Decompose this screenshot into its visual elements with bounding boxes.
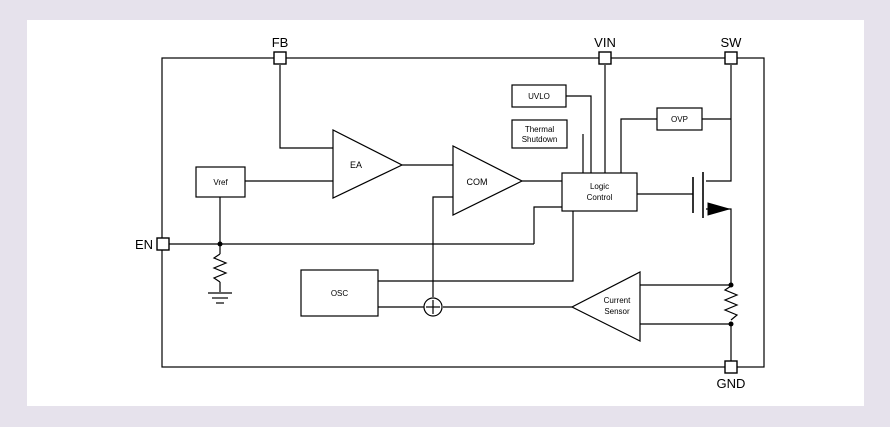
- vref-label: Vref: [213, 178, 228, 187]
- ovp-label: OVP: [671, 115, 688, 124]
- wire-fb-ea: [279, 65, 333, 149]
- thermal-block: [511, 119, 568, 149]
- ovp-block: [656, 107, 703, 131]
- ea-amplifier: [332, 129, 404, 199]
- pin-en: [156, 237, 170, 251]
- pin-vin-label: VIN: [594, 35, 616, 50]
- junction-sense-top: [728, 282, 734, 288]
- pin-fb-label: FB: [272, 35, 289, 50]
- mosfet-arrow: [707, 202, 731, 216]
- pin-gnd-label: GND: [717, 376, 746, 391]
- wire-ovp-logic: [620, 118, 657, 173]
- wire-uvlo-logic: [566, 95, 592, 173]
- pin-fb: [273, 51, 287, 65]
- osc-block: [300, 269, 379, 317]
- pin-en-label: EN: [135, 237, 153, 252]
- current-sensor-label-2: Sensor: [604, 307, 630, 316]
- wire-en-logic: [533, 206, 562, 244]
- logic-label-1: Logic: [590, 182, 609, 191]
- wire-sum-com: [432, 196, 453, 297]
- osc-label: OSC: [331, 289, 349, 298]
- current-sensor-amplifier: [570, 271, 641, 342]
- vref-block: [195, 166, 246, 198]
- junction-sense-bottom: [728, 321, 734, 327]
- thermal-label-1: Thermal: [525, 125, 555, 134]
- pin-vin: [598, 51, 612, 65]
- pin-sw-label: SW: [721, 35, 743, 50]
- logic-label-2: Control: [587, 193, 613, 202]
- logic-control-block: [561, 172, 638, 212]
- resistor-en: [212, 253, 228, 283]
- diagram-canvas: [27, 20, 864, 406]
- wire-osc-logic: [378, 211, 574, 282]
- junction-en: [217, 241, 223, 247]
- uvlo-block: [511, 84, 567, 108]
- com-label: COM: [467, 177, 488, 187]
- thermal-label-2: Shutdown: [522, 135, 558, 144]
- ea-label: EA: [350, 160, 362, 170]
- pin-gnd: [724, 360, 738, 374]
- uvlo-label: UVLO: [528, 92, 550, 101]
- wire-sw-drain: [706, 65, 732, 182]
- com-comparator: [452, 145, 524, 216]
- pin-sw: [724, 51, 738, 65]
- resistor-sense: [723, 285, 739, 321]
- current-sensor-label-1: Current: [604, 296, 631, 305]
- wire-source: [706, 208, 732, 284]
- chip-boundary: [161, 57, 765, 368]
